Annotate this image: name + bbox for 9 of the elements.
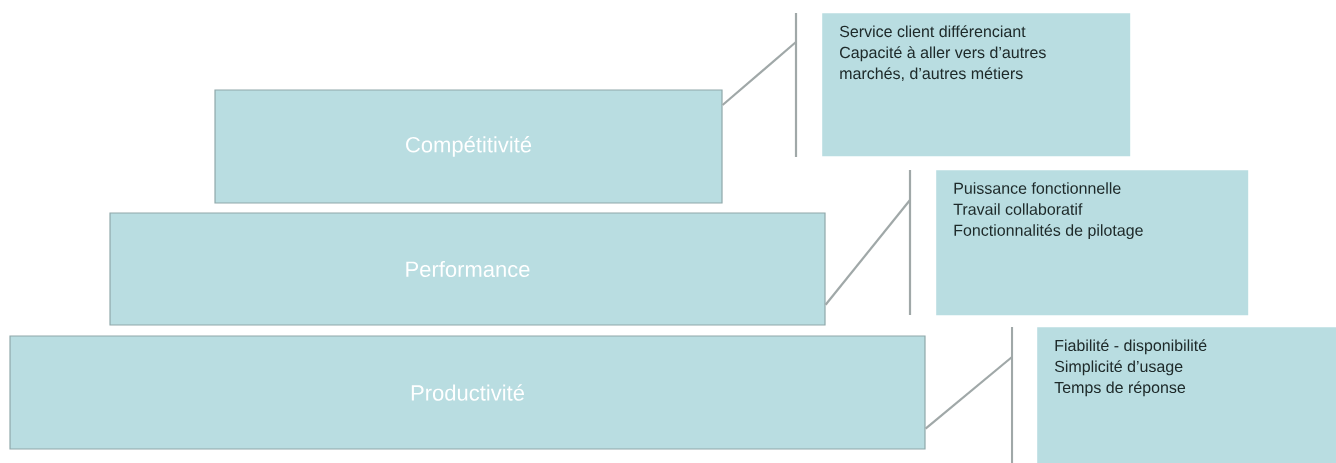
level-box: Performance — [109, 212, 826, 326]
leader-line — [721, 41, 797, 106]
leader-line — [924, 356, 1013, 430]
level-box: Compétitivité — [214, 89, 723, 204]
text-box: Fiabilité - disponibilité Simplicité d’usage Temps de réponse — [1037, 327, 1336, 463]
text-box: Service client différenciant Capacité à aller vers d’autres marchés, d’autres métiers — [822, 13, 1131, 157]
level-box: Productivité — [9, 335, 926, 450]
leader-line — [824, 199, 911, 306]
text-box: Puissance fonctionnelle Travail collaboratif Fonctionnalités de pilotage — [936, 170, 1249, 316]
